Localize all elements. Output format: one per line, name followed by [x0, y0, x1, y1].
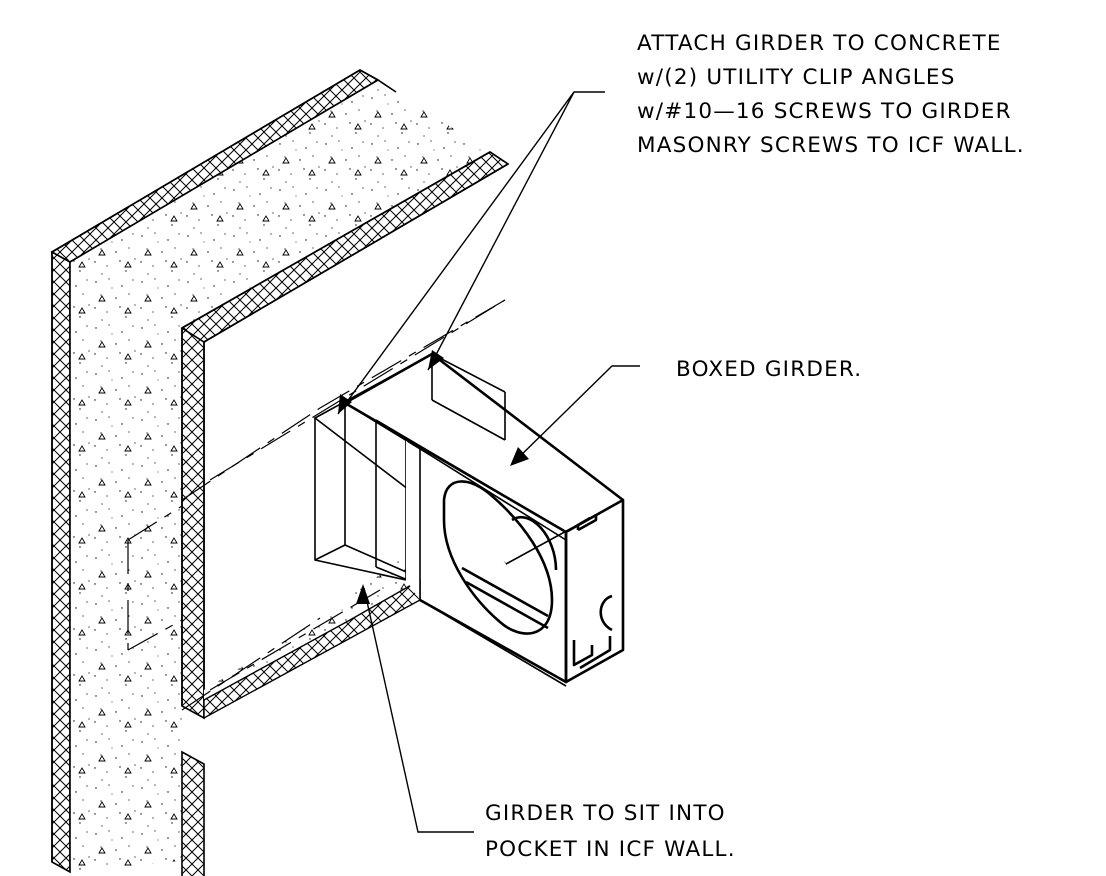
wall-top-concrete	[70, 80, 490, 328]
note-attach-line-3: w/#10—16 SCREWS TO GIRDER	[637, 99, 1012, 124]
inner-foam-layer-lower	[181, 750, 205, 876]
girder-web-opening-2	[511, 516, 558, 571]
note-boxed-line-1: BOXED GIRDER.	[676, 357, 862, 382]
note-attach-girder: ATTACH GIRDER TO CONCRETE w/(2) UTILITY …	[637, 31, 1025, 158]
concrete-core-face	[70, 262, 190, 872]
note-attach-line-2: w/(2) UTILITY CLIP ANGLES	[637, 65, 956, 90]
icf-wall	[50, 69, 510, 876]
boxed-leader	[511, 365, 640, 465]
hidden-pocket-lines	[127, 299, 506, 711]
girder-end-lips	[572, 514, 613, 670]
note-attach-line-4: MASONRY SCREWS TO ICF WALL.	[637, 133, 1025, 158]
girder-web-opening-1	[442, 480, 554, 635]
pocket-leader	[363, 587, 474, 833]
girder-side-face	[406, 440, 506, 606]
girder-bottom-flange-lines	[461, 566, 549, 630]
outer-foam-layer	[51, 250, 71, 874]
inner-foam-layer	[181, 326, 205, 720]
wall-outline	[51, 252, 205, 872]
note-boxed-girder: BOXED GIRDER.	[676, 357, 862, 382]
girder-pocket-lines	[314, 402, 431, 586]
attach-arrowhead-1	[338, 394, 352, 414]
note-pocket-line-1: GIRDER TO SIT INTO	[485, 801, 726, 826]
wall-top-edges	[51, 69, 509, 343]
girder-end-inner-corner	[431, 399, 506, 441]
note-girder-pocket: GIRDER TO SIT INTO POCKET IN ICF WALL.	[485, 801, 736, 862]
note-attach-line-1: ATTACH GIRDER TO CONCRETE	[637, 31, 1002, 56]
note-pocket-line-2: POCKET IN ICF WALL.	[485, 837, 736, 862]
boxed-arrowhead	[510, 447, 529, 466]
boxed-girder	[313, 352, 625, 687]
attach-leader	[337, 91, 605, 415]
leaders	[337, 91, 640, 833]
pocket-arrowhead	[356, 584, 370, 604]
attach-arrowhead-2	[428, 350, 444, 370]
